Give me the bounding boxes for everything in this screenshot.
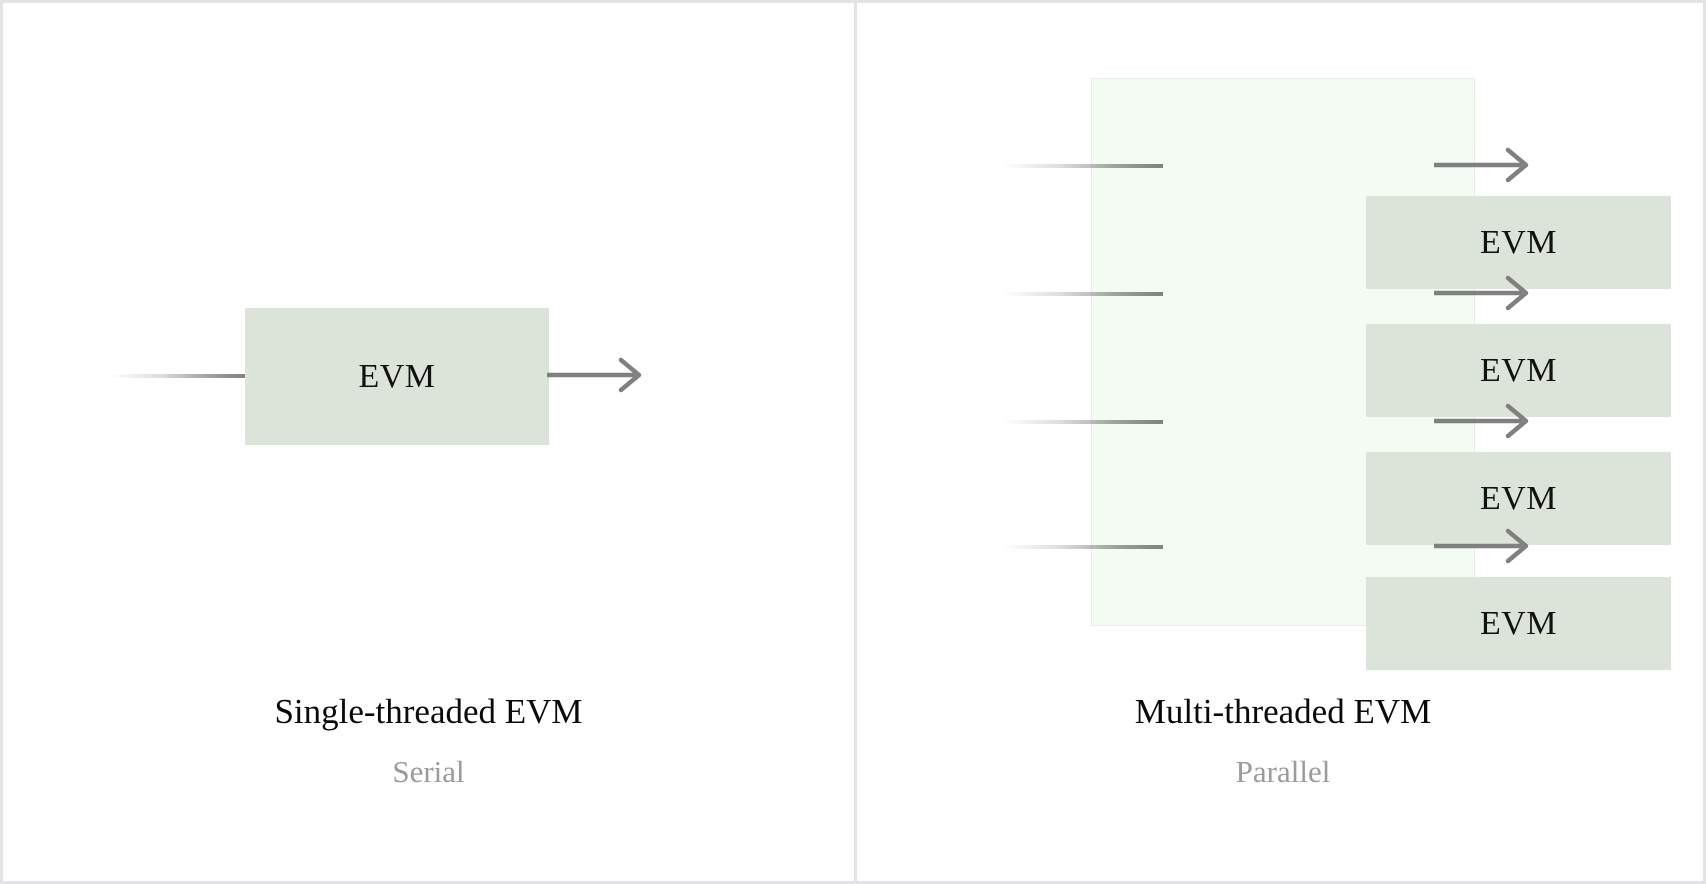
evm-block-label: EVM (1479, 351, 1558, 389)
panel-subtitle-serial: Serial (392, 754, 465, 789)
panel-title-serial: Single-threaded EVM (274, 692, 583, 731)
panel-title-parallel: Multi-threaded EVM (1134, 692, 1432, 731)
evm-block-parallel-3: EVM (1366, 452, 1671, 545)
input-line-parallel-2 (1003, 292, 1163, 296)
panel-multi-threaded: EVM EVM EVM EVM Multi-threaded EVM Paral… (857, 3, 1703, 881)
evm-block-parallel-1: EVM (1366, 196, 1671, 289)
input-line-parallel-1 (1003, 164, 1163, 168)
output-arrow-parallel-1 (1434, 147, 1529, 183)
panel-divider (854, 3, 857, 881)
input-line-parallel-3 (1003, 420, 1163, 424)
input-line-parallel-4 (1003, 545, 1163, 549)
parallel-group-container: EVM EVM EVM EVM (1091, 78, 1671, 670)
evm-block-serial: EVM (245, 308, 549, 445)
evm-block-label: EVM (1479, 479, 1558, 517)
evm-block-parallel-4: EVM (1366, 577, 1671, 670)
output-arrow-parallel-2 (1434, 275, 1529, 311)
panel-single-threaded: EVM Single-threaded EVM Serial (3, 3, 854, 881)
input-line-serial (111, 374, 247, 378)
evm-block-parallel-2: EVM (1366, 324, 1671, 417)
output-arrow-parallel-3 (1434, 403, 1529, 439)
evm-block-label: EVM (1479, 604, 1558, 642)
output-arrow-serial (547, 357, 642, 393)
evm-block-label: EVM (358, 357, 436, 395)
panel-subtitle-parallel: Parallel (1235, 754, 1331, 789)
caption-parallel: Multi-threaded EVM Parallel (857, 691, 1703, 790)
evm-block-label: EVM (1479, 223, 1558, 261)
caption-serial: Single-threaded EVM Serial (3, 691, 854, 790)
output-arrow-parallel-4 (1434, 528, 1529, 564)
